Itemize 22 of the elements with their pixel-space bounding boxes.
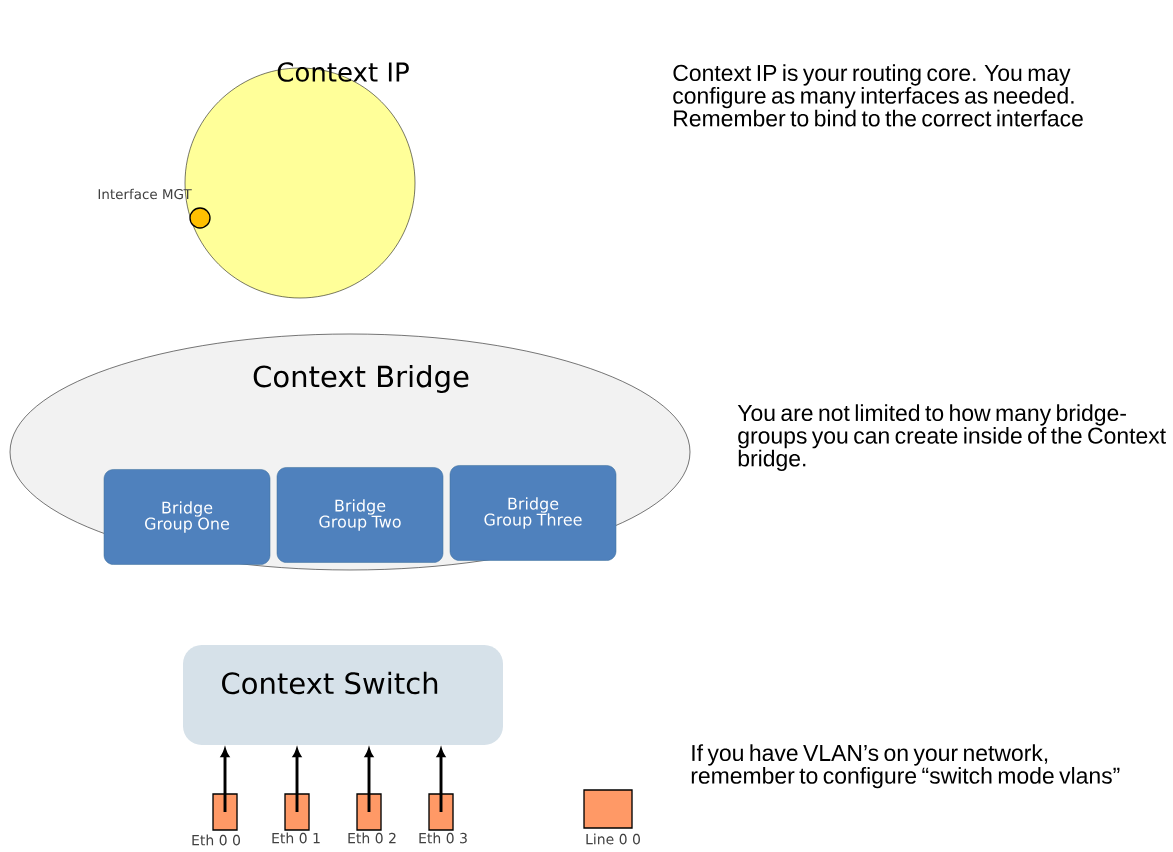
group-box: Bridge Group Three xyxy=(449,465,617,561)
port-box xyxy=(212,793,238,831)
arrow xyxy=(364,748,374,812)
port-label: Eth 0 3 xyxy=(419,832,467,844)
note-text: Context IP is your routing core. You may configure as many interfaces as needed. Remember to bind to the correct interface xyxy=(673,64,1083,127)
arrow xyxy=(436,748,446,812)
interface-dot xyxy=(189,207,211,229)
port-label: Eth 0 0 xyxy=(192,834,240,846)
arrow xyxy=(292,748,302,812)
port-box xyxy=(428,793,454,831)
port-box xyxy=(356,793,382,831)
port-label: Line 0 0 xyxy=(586,833,640,845)
group-box: Bridge Group Two xyxy=(276,467,444,563)
port-box xyxy=(284,793,310,831)
port-label: Eth 0 1 xyxy=(272,832,320,844)
group-box: Bridge Group One xyxy=(103,469,271,565)
port-label: Eth 0 2 xyxy=(348,832,396,844)
note-text: You are not limited to how many bridge-groups you can create inside of the Context bridge. xyxy=(737,404,1166,472)
switch-box: Context Switch xyxy=(183,645,503,745)
note-text: If you have VLAN’s on your network, remember to configure “switch mode vlans” xyxy=(691,744,1120,789)
port-box xyxy=(583,789,633,829)
arrow xyxy=(220,748,230,812)
